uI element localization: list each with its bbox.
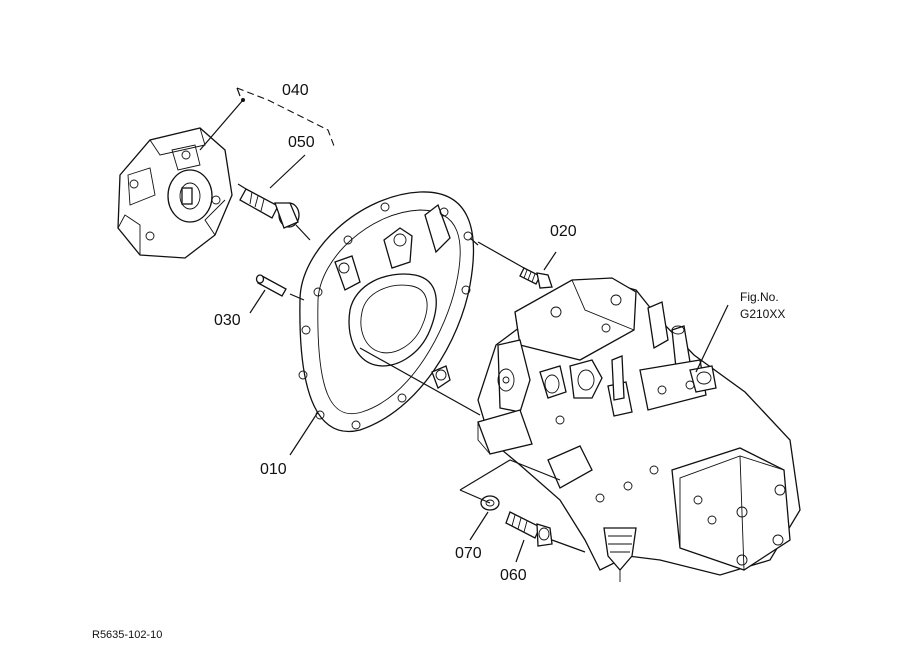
callout-010: 010 [260, 461, 287, 478]
cap-screw-060 [505, 511, 553, 547]
cap-screw-050 [239, 188, 300, 229]
callout-070: 070 [455, 545, 482, 562]
callout-020: 020 [550, 223, 577, 240]
spring-pin-030 [255, 274, 287, 297]
callout-050: 050 [288, 134, 315, 151]
hydraulic-pump-assembly [477, 277, 801, 582]
callout-040: 040 [282, 82, 309, 99]
drawing-code: R5635-102-10 [92, 629, 162, 641]
bolt-020 [519, 267, 553, 289]
figure-ref-label: Fig.No. [740, 290, 779, 304]
flange-housing-010 [298, 191, 475, 433]
leader-lines [199, 87, 729, 563]
callout-060: 060 [500, 567, 527, 584]
coupling-part [117, 127, 233, 259]
callout-030: 030 [214, 312, 241, 329]
figure-ref-number: G210XX [740, 307, 785, 321]
